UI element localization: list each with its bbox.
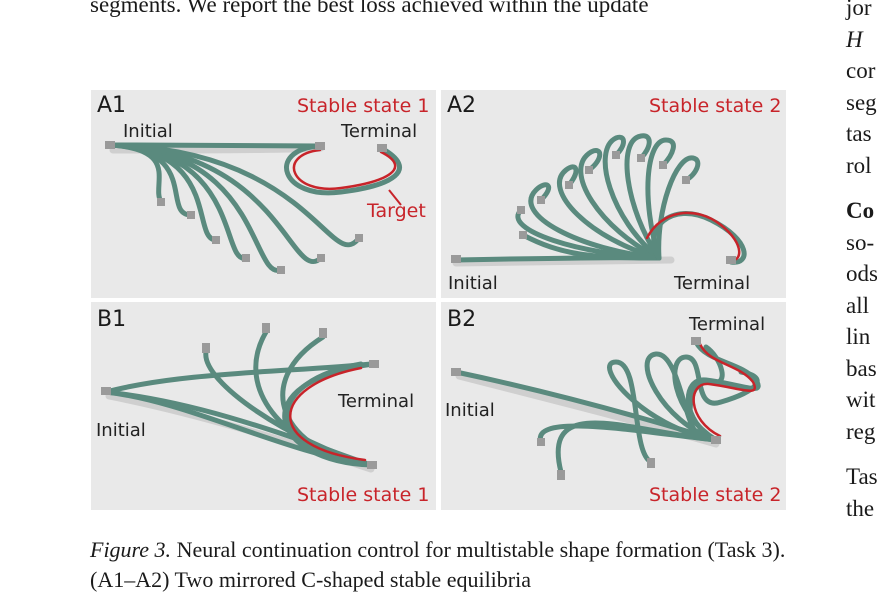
stable-state-label: Stable state 1	[297, 484, 430, 506]
right-column-text: jor H cor seg tas rol Co so- ods all lin…	[846, 0, 877, 524]
initial-label: Initial	[123, 121, 173, 142]
right-col-line: cor	[846, 58, 876, 83]
right-col-line: reg	[846, 418, 876, 444]
target-label: Target	[367, 200, 426, 222]
panel-b2-illustration	[451, 337, 761, 480]
panel-b2: B2 Initial Terminal Stable state 2	[441, 302, 786, 510]
right-col-line: the	[846, 495, 875, 521]
terminal-label: Terminal	[338, 391, 415, 412]
initial-label: Initial	[448, 273, 498, 294]
right-col-line: rol	[846, 152, 872, 178]
panel-b1: B1 Initial Terminal Stable state 1	[91, 302, 436, 510]
figure-caption: Figure 3. Neural continuation control fo…	[90, 535, 802, 595]
panel-b1-illustration	[101, 323, 379, 473]
right-col-line: Co	[846, 198, 875, 223]
right-col-line: tas	[846, 121, 872, 146]
right-col-line: jor	[846, 0, 872, 20]
figure-caption-label: Figure 3.	[90, 537, 172, 562]
panel-a1: A1 Stable state 1 Initial Terminal Targe…	[91, 90, 436, 298]
right-col-line: wit	[846, 387, 876, 412]
terminal-label: Terminal	[689, 314, 766, 335]
panel-label: A2	[447, 93, 477, 118]
stable-state-label: Stable state 2	[649, 95, 782, 117]
stable-state-label: Stable state 2	[649, 484, 782, 506]
stable-state-label: Stable state 1	[297, 95, 430, 117]
terminal-label: Terminal	[674, 273, 751, 294]
right-col-line: bas	[846, 355, 877, 381]
right-col-line: so-	[846, 229, 875, 255]
body-text-top-line: segments. We report the best loss achiev…	[90, 0, 649, 17]
initial-label: Initial	[445, 400, 495, 421]
panel-a2-illustration	[451, 133, 747, 267]
right-col-line: Tas	[846, 464, 877, 489]
right-col-line: all	[846, 292, 869, 318]
panel-label: A1	[97, 93, 127, 118]
initial-label: Initial	[96, 420, 146, 441]
panel-label: B2	[447, 307, 477, 332]
right-col-line: H	[846, 26, 863, 52]
panel-label: B1	[97, 307, 127, 332]
right-col-line: seg	[846, 89, 877, 115]
panel-a1-illustration	[105, 141, 402, 274]
right-col-line: lin	[846, 324, 871, 349]
right-col-line: ods	[846, 261, 877, 286]
panel-a2: A2 Stable state 2 Initial Terminal	[441, 90, 786, 298]
figure-caption-text: Neural continuation control for multista…	[90, 537, 786, 592]
terminal-label: Terminal	[341, 121, 418, 142]
